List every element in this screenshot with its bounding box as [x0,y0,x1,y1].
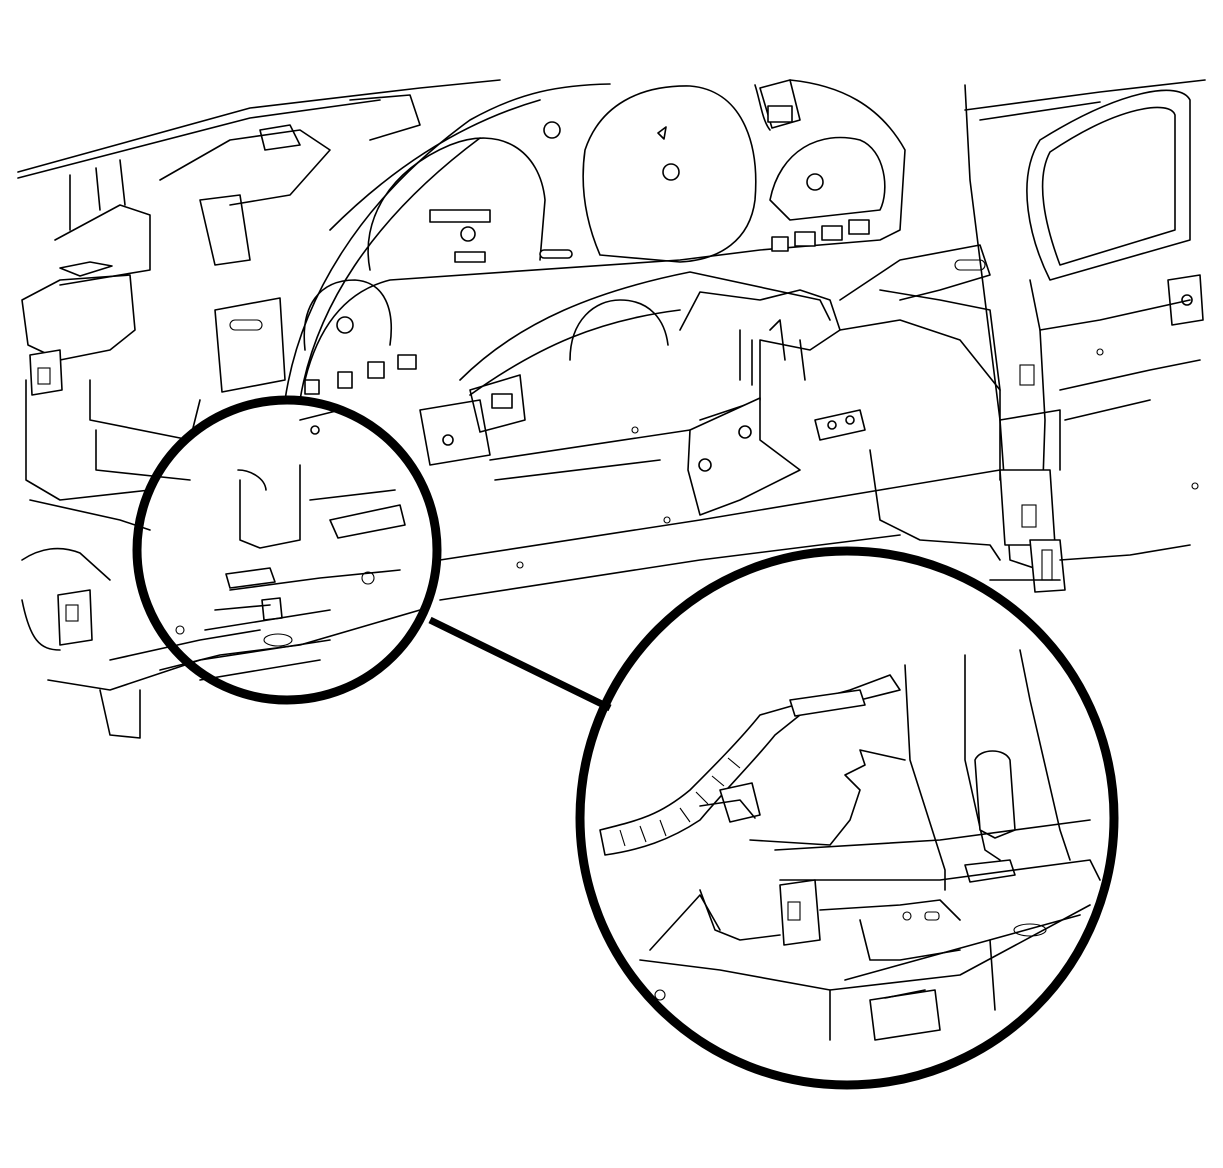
instrument-panel-carrier [17,79,1206,739]
detail-source-callout [132,395,442,705]
detail-magnified-callout [575,546,1119,1090]
detail-source-circle [132,395,442,705]
detail-magnified-circle [575,546,1119,1090]
callout-leader-line [428,616,612,712]
